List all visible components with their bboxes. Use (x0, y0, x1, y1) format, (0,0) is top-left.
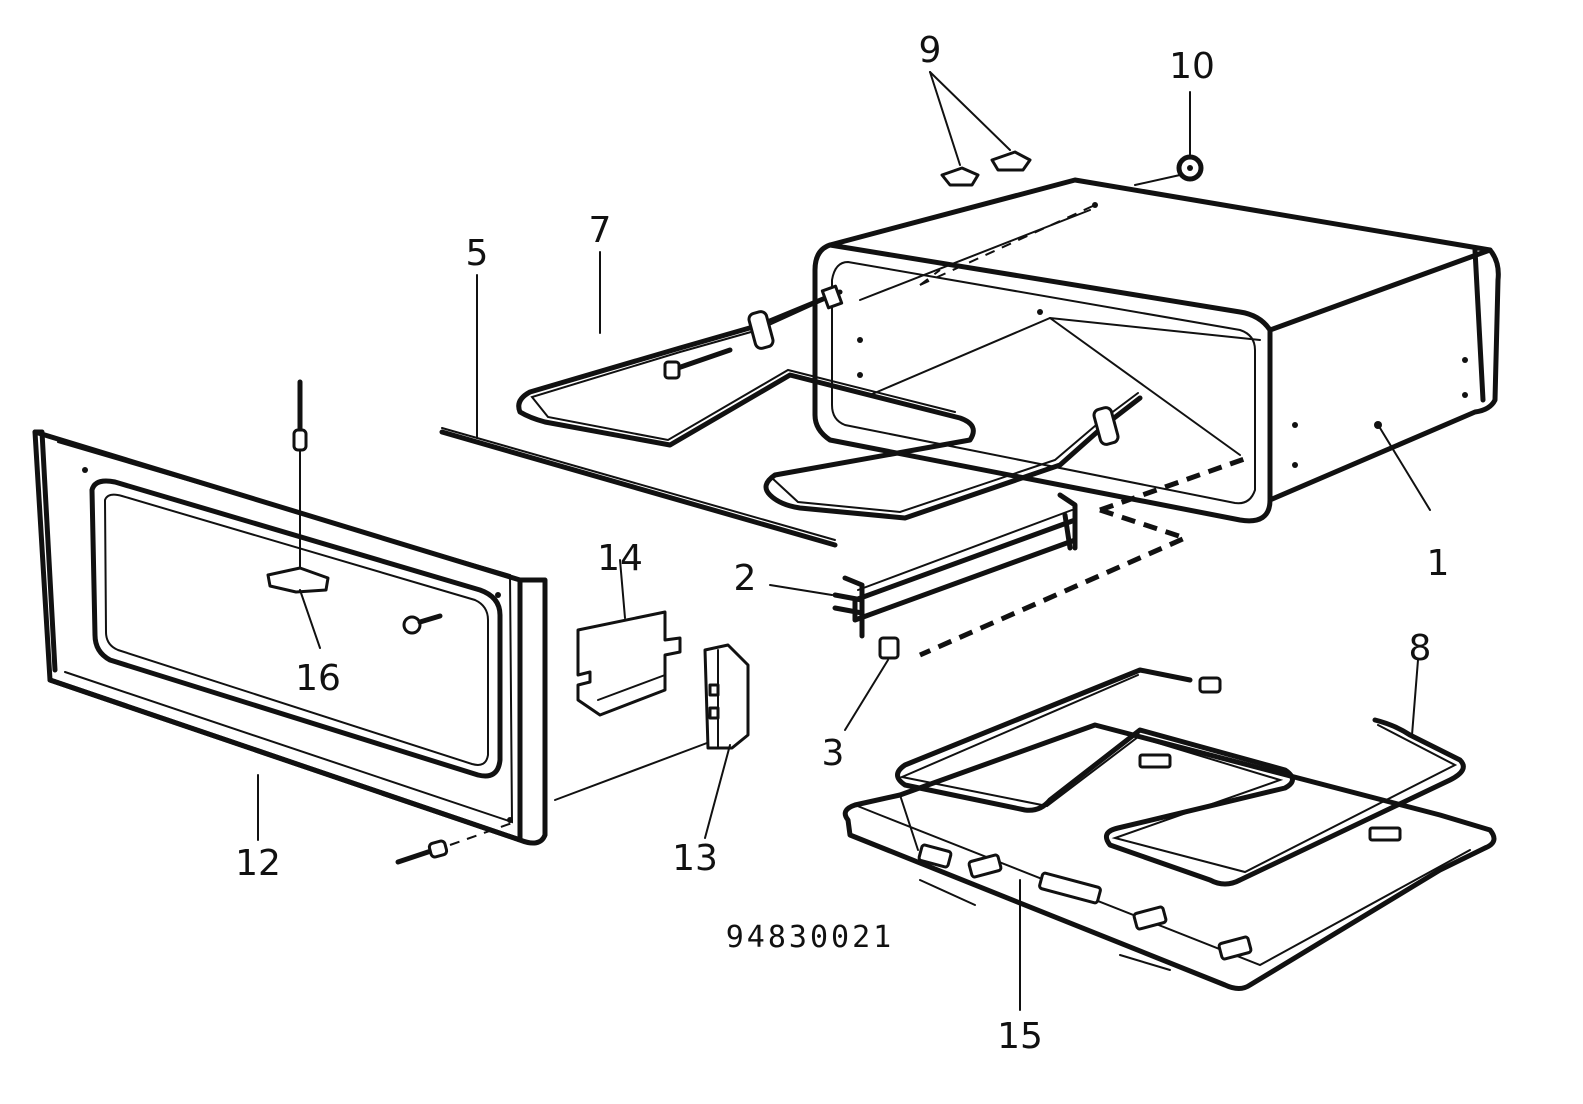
part-labels: 1 2 3 5 7 8 9 10 12 13 14 15 16 94830021 (235, 30, 1449, 1057)
label-part-13: 13 (672, 838, 718, 879)
label-part-7: 7 (589, 210, 612, 251)
label-part-8: 8 (1409, 628, 1432, 669)
label-part-9: 9 (919, 30, 942, 71)
label-part-2: 2 (734, 558, 757, 599)
door-catch (266, 566, 330, 649)
fixing-clips (929, 71, 1032, 187)
door-panel (32, 379, 716, 865)
hinge-bracket (576, 559, 682, 717)
base-tray (842, 722, 1497, 1011)
oven-cavity (812, 177, 1501, 524)
runner-clip (844, 636, 900, 731)
shelf-runner (769, 454, 1251, 658)
label-part-10: 10 (1169, 46, 1215, 87)
drawing-number: 94830021 (726, 920, 895, 955)
label-part-5: 5 (466, 233, 489, 274)
label-part-3: 3 (822, 733, 845, 774)
label-part-14: 14 (597, 538, 643, 579)
label-part-16: 16 (295, 658, 341, 699)
rod (439, 274, 838, 548)
label-part-1: 1 (1427, 543, 1450, 584)
hinge-block (703, 643, 750, 839)
grommet (1134, 91, 1204, 186)
bottom-heating-element (895, 659, 1466, 887)
label-part-12: 12 (235, 843, 281, 884)
top-heating-element (516, 251, 1143, 521)
label-part-15: 15 (997, 1016, 1043, 1057)
